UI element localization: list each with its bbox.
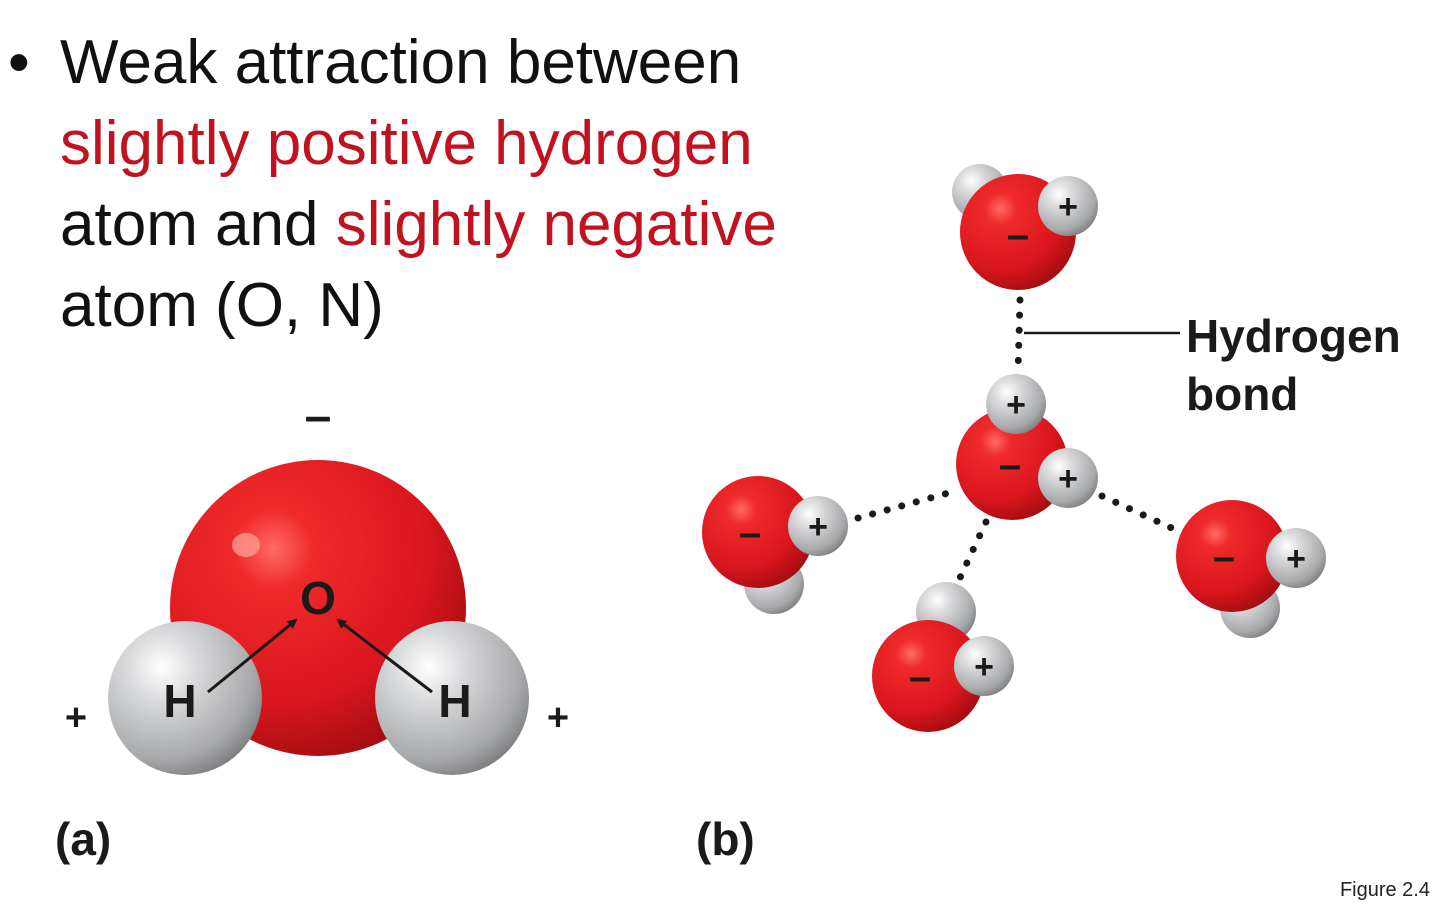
charge-positive: + <box>1286 540 1306 578</box>
oxygen-symbol: O <box>300 572 336 624</box>
bullet-highlight-negative-atom: slightly negative <box>335 190 777 259</box>
charge-negative: – <box>1213 535 1235 579</box>
bullet-highlight-positive-hydrogen: slightly positive hydrogen <box>60 109 753 178</box>
arrow-left <box>207 618 298 694</box>
bullet-marker: • <box>8 28 30 97</box>
panel-a-water-molecule: O H H – + + (a) <box>55 390 569 865</box>
charge-negative: – <box>909 655 931 699</box>
hydrogen-symbol-left: H <box>163 675 196 727</box>
charge-positive: + <box>1058 460 1078 498</box>
water-molecule-left: – + <box>702 476 848 614</box>
charge-positive: + <box>1058 188 1078 226</box>
panel-label-a: (a) <box>55 813 111 865</box>
panel-b-water-network: Hydrogen bond – + – + + – + <box>696 164 1401 865</box>
bullet-line-3a: atom and <box>60 190 336 259</box>
bullet-line-1: Weak attraction between <box>60 28 742 97</box>
charge-negative: – <box>999 443 1021 487</box>
water-molecule-bottom: – + <box>872 582 1014 732</box>
callout-hydrogen: Hydrogen <box>1186 310 1401 362</box>
charge-negative-top: – <box>305 390 332 443</box>
figure-label: Figure 2.4 <box>1339 879 1430 901</box>
arrow-right <box>336 618 433 694</box>
hydrogen-bond-bottom <box>954 518 990 586</box>
panel-label-b: (b) <box>696 813 755 865</box>
charge-negative: – <box>1007 213 1029 257</box>
water-molecule-right: – + <box>1176 500 1326 638</box>
hydrogen-atom-left <box>108 621 262 775</box>
charge-positive: + <box>974 648 994 686</box>
hydrogen-bond-top <box>1014 296 1024 376</box>
callout-bond: bond <box>1186 368 1298 420</box>
hydrogen-bond-left <box>854 488 956 522</box>
charge-negative: – <box>739 511 761 555</box>
hydrogen-atom-right <box>375 621 529 775</box>
charge-positive-right: + <box>547 697 569 739</box>
bullet-body: Weak attraction between slightly positiv… <box>60 22 777 346</box>
bullet-line-4: atom (O, N) <box>60 271 384 340</box>
charge-positive-left: + <box>65 697 87 739</box>
water-molecule-top: – + <box>952 164 1098 290</box>
charge-positive: + <box>1006 386 1026 424</box>
hydrogen-bond-right <box>1098 492 1180 534</box>
hydrogen-symbol-right: H <box>438 675 471 727</box>
water-molecule-center: – + + <box>956 374 1098 520</box>
charge-positive: + <box>808 508 828 546</box>
